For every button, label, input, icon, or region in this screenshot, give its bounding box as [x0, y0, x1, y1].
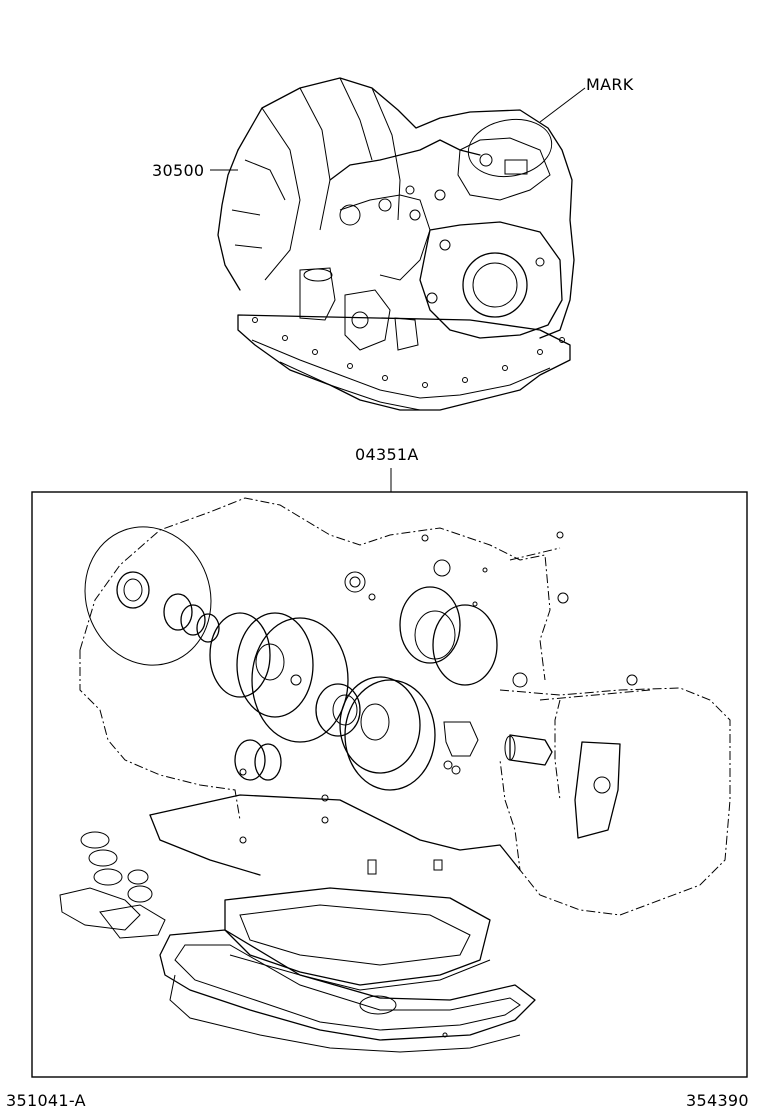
gasket-kit-illustration	[59, 497, 731, 1053]
reference-code-left: 351041-A	[6, 1091, 86, 1110]
transaxle-assembly-illustration	[210, 77, 586, 411]
mark-label: MARK	[586, 75, 634, 94]
kit-contents-frame	[31, 491, 748, 1078]
kit-part-number: 04351A	[355, 445, 419, 464]
reference-code-right: 354390	[686, 1091, 749, 1110]
assembly-part-number: 30500	[152, 161, 204, 180]
